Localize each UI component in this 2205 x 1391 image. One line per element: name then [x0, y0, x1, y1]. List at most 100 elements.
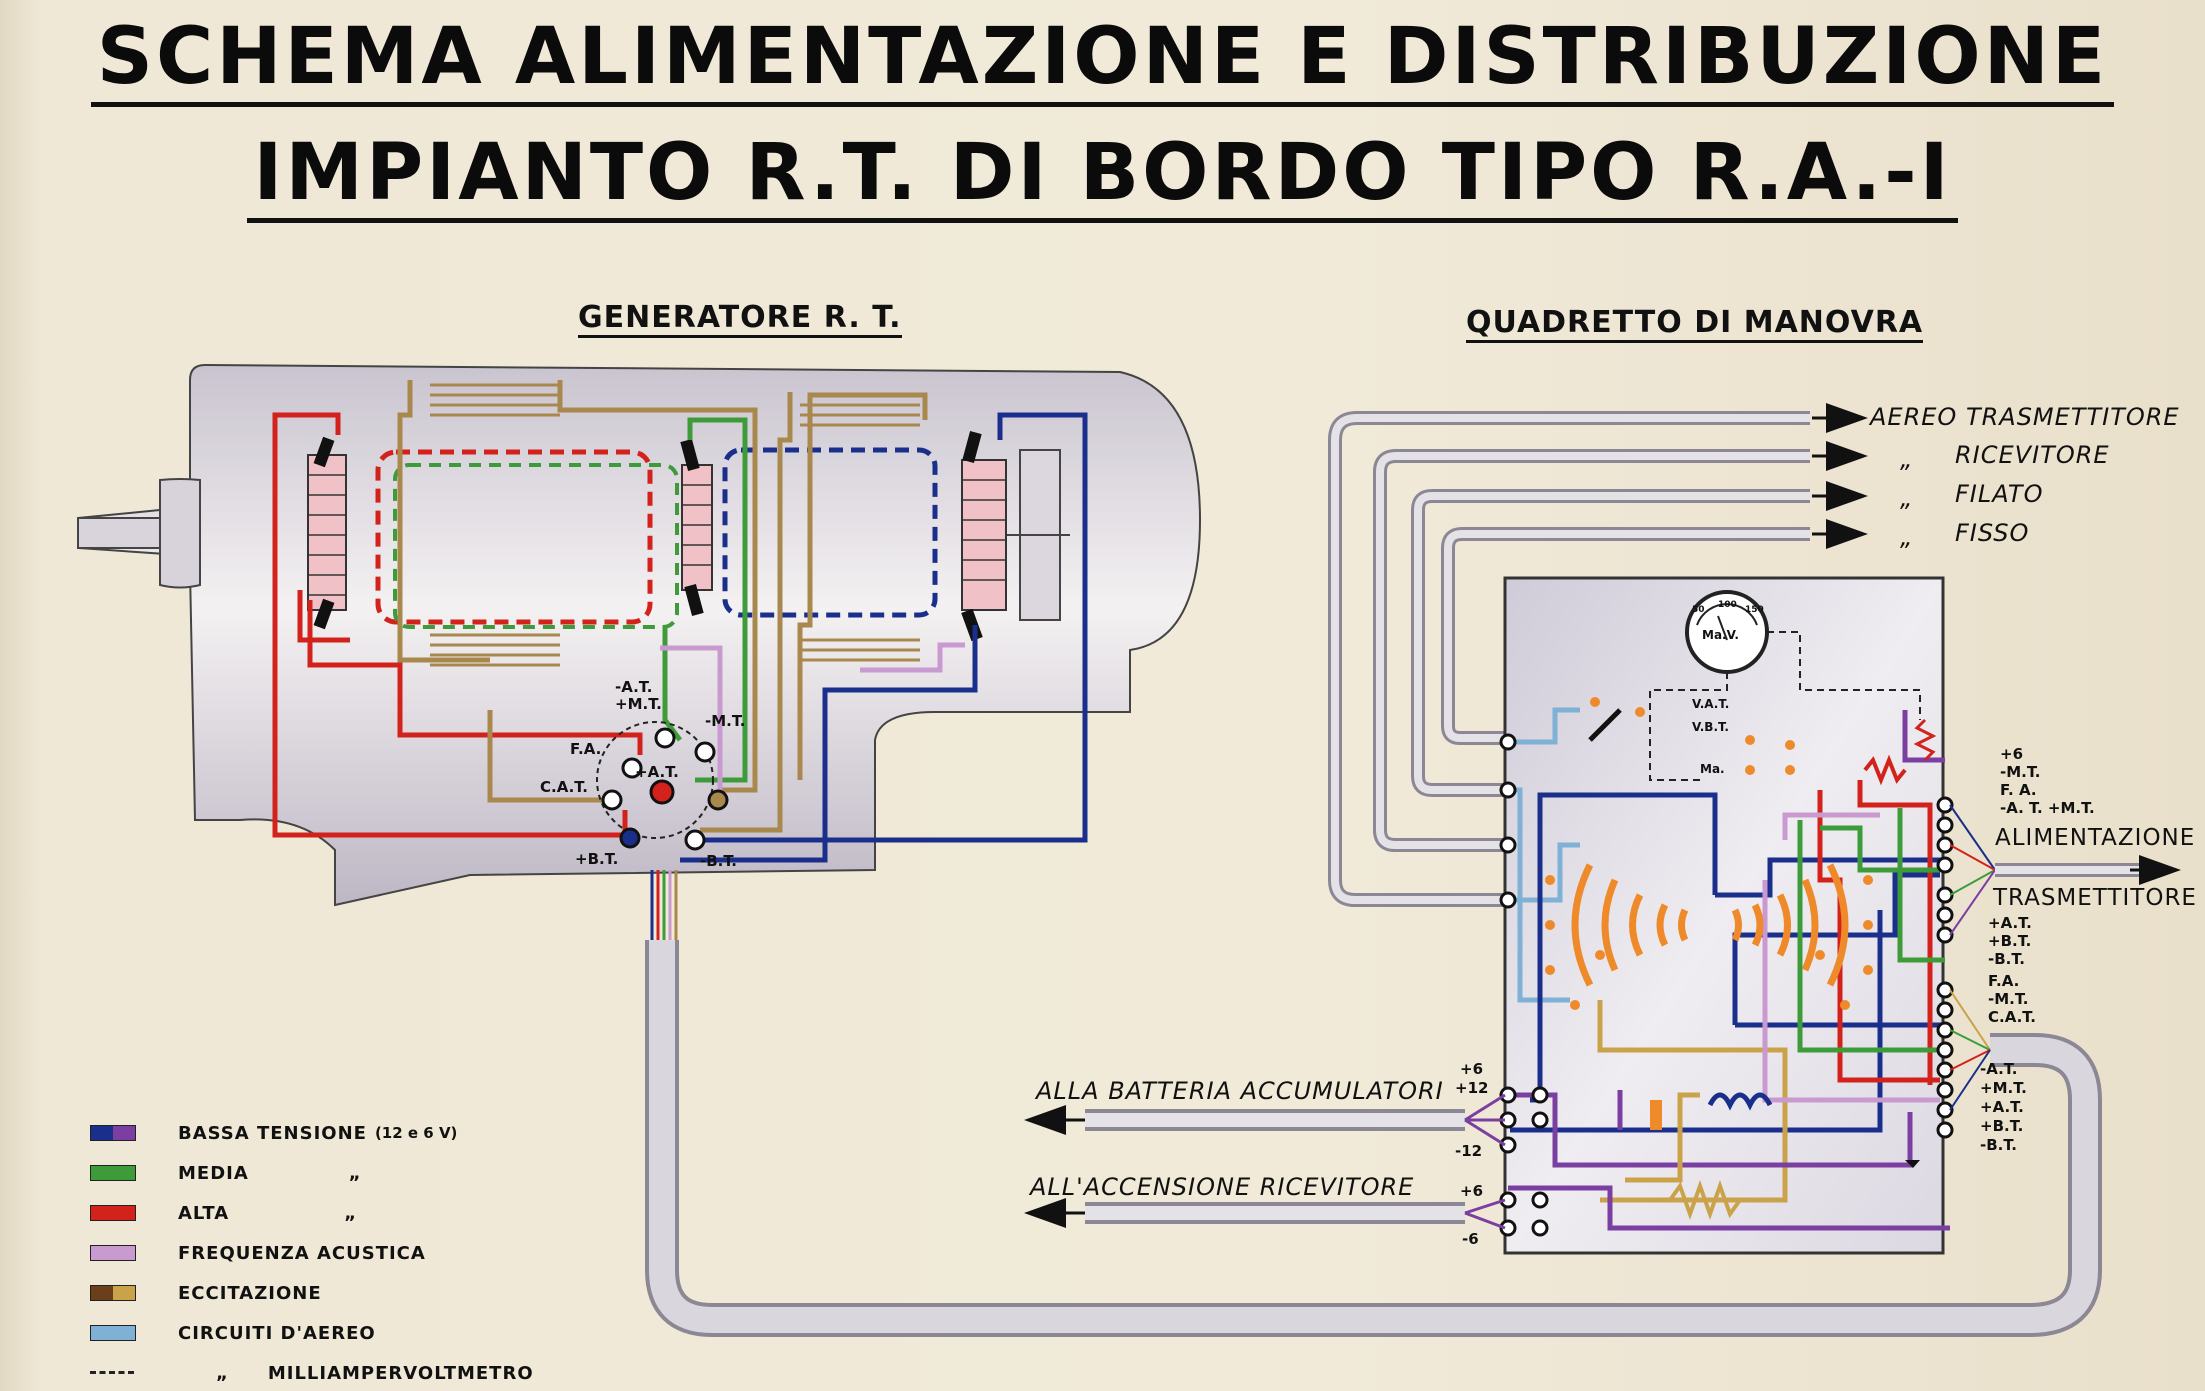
legend-quote-1: „: [348, 1162, 361, 1184]
legend-item-2: ALTA „: [90, 1198, 356, 1228]
battery-terminal-plus6: +6: [1460, 1060, 1484, 1078]
rotary-switch-right: [1731, 863, 1849, 987]
legend-label-2: ALTA: [178, 1202, 230, 1224]
resistor-small: [1913, 718, 1937, 762]
legend-item-0: BASSA TENSIONE (12 e 6 V): [90, 1118, 457, 1148]
meter-scale-150: 150: [1745, 605, 1764, 615]
legend-label-6: MILLIAMPERVOLTMETRO: [267, 1362, 534, 1384]
legend-label-3: FREQUENZA ACUSTICA: [178, 1242, 426, 1264]
capacitor: [1650, 1100, 1662, 1130]
right-terminal-mid-3: F.A.: [1988, 972, 2020, 990]
battery-cable: [1024, 1093, 1506, 1147]
legend-quote-2: „: [344, 1202, 357, 1224]
battery-terminal-minus12: -12: [1455, 1142, 1483, 1160]
antenna-label-2: FILATO: [1955, 480, 2044, 508]
gen-label-at-minus: -A.T.: [615, 678, 653, 696]
rotary-switch-left: [1571, 863, 1689, 987]
rheostat: [1668, 1180, 1742, 1220]
battery-label: ALLA BATTERIA ACCUMULATORI: [1036, 1077, 1444, 1105]
cable-fan-bottom: [1949, 989, 1991, 1111]
legend-label-4: ECCITAZIONE: [178, 1282, 322, 1304]
right-terminal-mid-0: +A.T.: [1988, 914, 2032, 932]
gen-label-mt-plus: +M.T.: [615, 695, 662, 713]
legend-label-5: CIRCUITI D'AEREO: [178, 1322, 376, 1344]
panel-terminals-left: [1499, 733, 1549, 1237]
right-terminal-top-1: -M.T.: [2000, 763, 2041, 781]
inductor-coil: [1707, 1092, 1773, 1111]
right-terminal-top-2: F. A.: [2000, 781, 2037, 799]
antenna-prefix-1: „: [1900, 445, 1914, 473]
alimentazione-label: ALIMENTAZIONE: [1995, 825, 2196, 851]
milliampervoltmeter: [1649, 590, 1921, 781]
generator-terminal-block: [596, 721, 729, 851]
gen-label-fa: F.A.: [570, 740, 602, 758]
antenna-label-0: AEREO TRASMETTITORE: [1870, 403, 2180, 431]
legend-swatch-6: [90, 1370, 134, 1376]
legend-item-5: CIRCUITI D'AEREO: [90, 1318, 376, 1348]
legend-item-3: FREQUENZA ACUSTICA: [90, 1238, 426, 1268]
antenna-prefix-3: „: [1900, 523, 1914, 551]
switch-label-vbt: V.B.T.: [1692, 720, 1729, 734]
ground-symbol: [1905, 1160, 1920, 1168]
main-cable: [645, 870, 2102, 1337]
meter-scale-100: 100: [1718, 600, 1737, 610]
right-terminal-mid-2: -B.T.: [1988, 950, 2026, 968]
right-terminal-bottom-3: +B.T.: [1980, 1117, 2024, 1135]
switch-label-ma: Ma.: [1700, 762, 1725, 776]
right-terminal-mid-5: C.A.T.: [1988, 1008, 2036, 1026]
legend-swatch-5: [90, 1325, 136, 1341]
legend-swatch-1: [90, 1165, 136, 1181]
commutator-right: [961, 430, 1007, 642]
battery-terminal-plus12: +12: [1455, 1079, 1489, 1097]
resistor-red: [1863, 754, 1907, 786]
dashed-loop-red: [375, 449, 653, 625]
antenna-label-1: RICEVITORE: [1955, 441, 2110, 469]
generator-wiring: [272, 380, 1088, 863]
legend-label-0: BASSA TENSIONE: [178, 1122, 367, 1144]
legend-swatch-4: [90, 1285, 136, 1301]
legend-swatch-0: [90, 1125, 136, 1141]
right-terminal-bottom-1: +M.T.: [1980, 1079, 2027, 1097]
legend-item-6: „ MILLIAMPERVOLTMETRO: [90, 1358, 534, 1388]
receiver-terminal-plus6: +6: [1460, 1182, 1484, 1200]
legend-quote-6: „: [216, 1362, 228, 1384]
legend-item-1: MEDIA „: [90, 1158, 361, 1188]
title-line-1: SCHEMA ALIMENTAZIONE E DISTRIBUZIONE: [0, 12, 2205, 107]
dashed-loop-blue: [722, 447, 938, 618]
switch-dots: [1545, 697, 1873, 1010]
control-panel-box: [1503, 576, 1945, 1255]
gen-label-mt-minus: -M.T.: [705, 712, 746, 730]
gen-label-at-plus: +A.T.: [635, 763, 679, 781]
legend-item-4: ECCITAZIONE: [90, 1278, 322, 1308]
right-terminal-mid-4: -M.T.: [1988, 990, 2029, 1008]
receiver-terminal-minus6: -6: [1462, 1230, 1479, 1248]
commutator-left: [307, 436, 347, 630]
right-terminal-bottom-2: +A.T.: [1980, 1098, 2024, 1116]
legend-swatch-2: [90, 1205, 136, 1221]
receiver-label: ALL'ACCENSIONE RICEVITORE: [1030, 1173, 1415, 1201]
legend-label-1: MEDIA: [178, 1162, 249, 1184]
title-line-2: IMPIANTO R.T. DI BORDO TIPO R.A.-I: [0, 128, 2205, 223]
right-terminal-mid-1: +B.T.: [1988, 932, 2032, 950]
panel-terminals-right: [1936, 796, 1954, 1139]
field-coils: [430, 383, 920, 667]
receiver-cable: [1024, 1198, 1506, 1230]
right-terminal-bottom-4: -B.T.: [1980, 1136, 2018, 1154]
dashed-loop-green: [393, 463, 679, 629]
meter-label: Ma.V.: [1702, 628, 1739, 642]
generator-section-title: GENERATORE R. T.: [578, 300, 902, 338]
antenna-prefix-2: „: [1900, 484, 1914, 512]
trasmettitore-label: TRASMETTITORE: [1993, 885, 2197, 911]
generator-body: [77, 363, 1202, 907]
switch-label-vat: V.A.T.: [1692, 697, 1730, 711]
legend-swatch-3: [90, 1245, 136, 1261]
antenna-leads: [1328, 403, 1868, 907]
gen-label-cat: C.A.T.: [540, 778, 588, 796]
gen-label-bt-plus: +B.T.: [575, 850, 619, 868]
panel-section-title: QUADRETTO DI MANOVRA: [1466, 305, 1924, 343]
gen-label-bt-minus: -B.T.: [700, 852, 738, 870]
right-terminal-top-3: -A. T. +M.T.: [2000, 799, 2095, 817]
toggle-lever: [1588, 708, 1622, 742]
meter-scale-50: 50: [1692, 605, 1705, 615]
